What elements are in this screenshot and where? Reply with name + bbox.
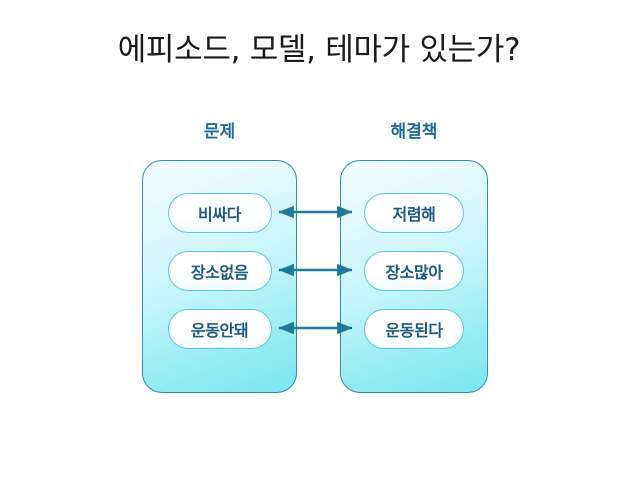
- solution-item-1-label: 저렴해: [392, 205, 436, 224]
- panel-solution: 저렴해 장소많아 운동된다: [340, 160, 488, 393]
- solution-item-2-label: 장소많아: [385, 263, 443, 282]
- problem-item-1[interactable]: 비싸다: [167, 193, 272, 233]
- problem-item-3[interactable]: 운동안돼: [167, 309, 272, 349]
- problem-item-2-label: 장소없음: [190, 263, 249, 282]
- solution-item-3[interactable]: 운동된다: [364, 309, 464, 349]
- problem-item-1-label: 비싸다: [198, 205, 241, 224]
- problem-item-3-label: 운동안돼: [190, 321, 249, 340]
- solution-item-2[interactable]: 장소많아: [364, 251, 464, 291]
- problem-item-2[interactable]: 장소없음: [167, 251, 272, 291]
- column-header-solution: 해결책: [390, 122, 438, 142]
- column-header-problem: 문제: [203, 122, 236, 142]
- panel-problem: 비싸다 장소없음 운동안돼: [142, 160, 297, 393]
- solution-item-1[interactable]: 저렴해: [364, 193, 464, 233]
- solution-item-3-label: 운동된다: [385, 321, 443, 340]
- page-title: 에피소드, 모델, 테마가 있는가?: [117, 32, 521, 68]
